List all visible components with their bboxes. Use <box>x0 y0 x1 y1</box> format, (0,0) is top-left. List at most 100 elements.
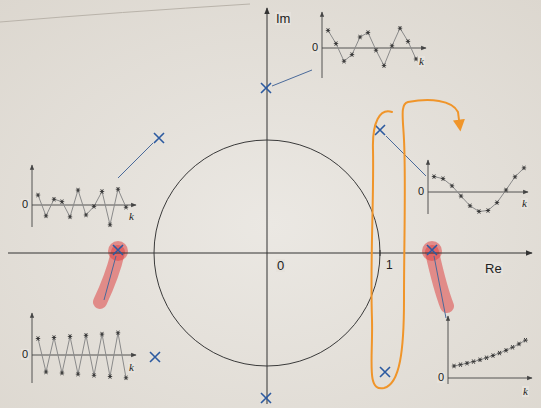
sequence-line <box>454 340 526 366</box>
sample-mark <box>465 361 469 365</box>
plot-axis <box>448 378 532 379</box>
sample-mark <box>108 223 112 227</box>
sample-mark <box>92 373 96 377</box>
sample-mark <box>459 194 463 198</box>
sample-mark <box>468 204 472 208</box>
sequence-plot <box>322 12 426 78</box>
sequence-plot <box>448 316 532 384</box>
sample-mark <box>504 348 508 352</box>
pole-mark <box>154 133 164 143</box>
sample-mark <box>452 364 456 368</box>
pole-mark <box>150 352 160 362</box>
sample-mark <box>523 338 527 342</box>
sample-mark <box>60 199 64 203</box>
sample-mark <box>513 175 517 179</box>
plot-axis <box>32 165 33 227</box>
sample-mark <box>382 63 386 67</box>
sample-mark <box>92 204 96 208</box>
sample-mark <box>76 188 80 192</box>
pole-mark <box>375 125 385 135</box>
plot-origin-label: 0 <box>417 186 425 197</box>
sample-mark <box>68 215 72 219</box>
plot-origin-label: 0 <box>21 199 29 210</box>
sample-mark <box>398 26 402 30</box>
origin-label: 0 <box>276 259 285 272</box>
plot-origin-label: 0 <box>437 372 445 383</box>
sample-mark <box>116 331 120 335</box>
plot-origin-label: 0 <box>311 42 319 53</box>
axis-label: Re <box>484 262 503 275</box>
sample-mark <box>124 205 128 209</box>
sample-mark <box>36 193 40 197</box>
pole-mark <box>261 83 271 93</box>
sequence-line <box>328 28 416 65</box>
sample-mark <box>326 28 330 32</box>
sample-mark <box>100 332 104 336</box>
sample-mark <box>517 342 521 346</box>
sample-mark <box>108 374 112 378</box>
sample-mark <box>477 209 481 213</box>
unit-tick <box>380 250 381 256</box>
sequence-line <box>38 189 126 225</box>
plot-axis <box>448 316 449 384</box>
sample-mark <box>432 174 436 178</box>
sample-mark <box>350 52 354 56</box>
sample-mark <box>334 41 338 45</box>
leader-line <box>434 256 446 318</box>
sequence-plot <box>32 313 136 383</box>
leader-line <box>386 136 426 176</box>
sample-mark <box>36 336 40 340</box>
leader-line <box>104 256 116 300</box>
sample-mark <box>100 189 104 193</box>
sample-mark <box>116 187 120 191</box>
plot-axis-label: k <box>521 198 528 209</box>
sample-mark <box>484 356 488 360</box>
sample-mark <box>342 59 346 63</box>
hand-drawn-loop <box>371 100 460 388</box>
sequence-line <box>38 333 126 378</box>
sequence-plot <box>32 165 136 227</box>
unit-label: 1 <box>385 259 394 271</box>
sample-mark <box>495 200 499 204</box>
imaginary-axis <box>267 8 268 404</box>
plot-origin-label: 0 <box>21 349 29 360</box>
sample-mark <box>471 359 475 363</box>
page-edge <box>0 4 250 22</box>
sequence-line <box>434 168 524 212</box>
highlight-mark <box>422 241 442 261</box>
sample-mark <box>478 358 482 362</box>
unit-circle <box>154 140 380 366</box>
sample-mark <box>84 213 88 217</box>
sample-mark <box>44 370 48 374</box>
plot-axis-label: k <box>128 211 135 222</box>
plot-axis <box>428 192 528 193</box>
sample-mark <box>406 39 410 43</box>
sequence-plot <box>428 160 528 214</box>
sample-mark <box>60 371 64 375</box>
sample-mark <box>374 48 378 52</box>
plot-axis <box>32 205 136 206</box>
pole-mark <box>113 245 123 255</box>
sample-mark <box>76 372 80 376</box>
sample-mark <box>450 184 454 188</box>
sample-mark <box>358 35 362 39</box>
sample-mark <box>491 353 495 357</box>
sample-mark <box>68 334 72 338</box>
sample-mark <box>522 166 526 170</box>
sample-mark <box>366 30 370 34</box>
plot-axis <box>322 12 323 78</box>
sample-mark <box>52 197 56 201</box>
leader-line <box>118 143 153 178</box>
plot-axis <box>32 313 33 383</box>
plot-axis <box>428 160 429 214</box>
pole-mark <box>261 393 271 403</box>
highlight-mark <box>100 252 118 302</box>
plot-axis-label: k <box>522 386 529 397</box>
sample-mark <box>44 214 48 218</box>
sample-mark <box>497 351 501 355</box>
sample-mark <box>124 376 128 380</box>
sample-mark <box>504 188 508 192</box>
